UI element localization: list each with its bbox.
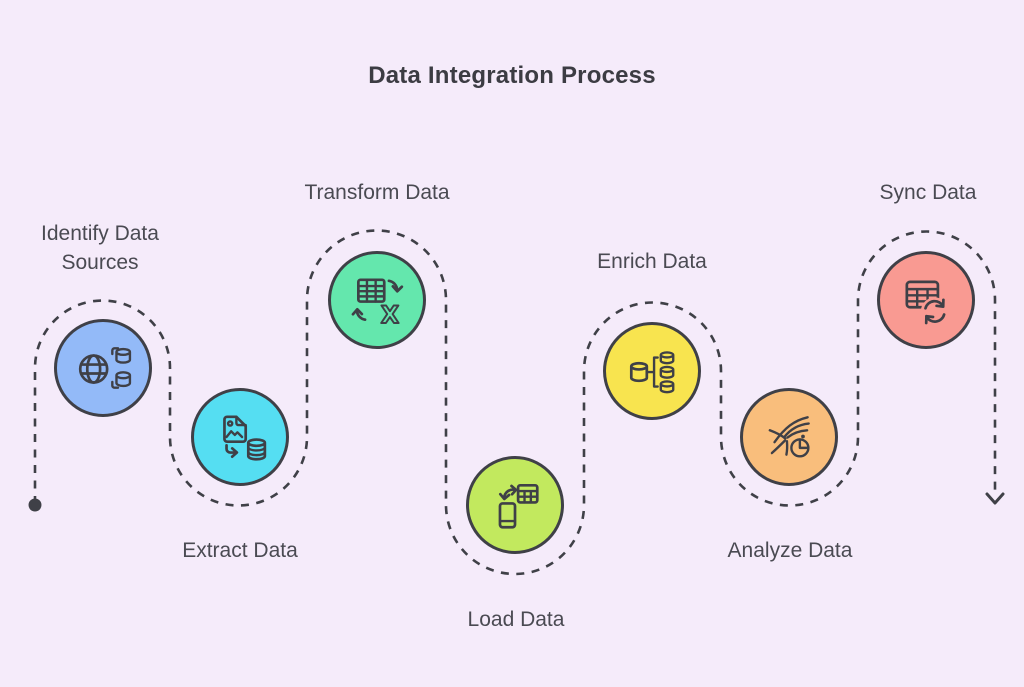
node-circle-identify-data-sources (54, 319, 152, 417)
x-glyph: X (381, 301, 399, 329)
table-convert-icon: X (351, 278, 404, 329)
flow-end-arrow-down-icon (985, 492, 1005, 505)
flow-start-dot (28, 498, 42, 512)
database-branch-icon (629, 351, 675, 394)
node-label-sync-data: Sync Data (879, 181, 977, 204)
node-label-extract-data: Extract Data (182, 539, 298, 562)
label-line-1: Identify Data (41, 222, 159, 245)
device-to-table-icon (498, 483, 539, 529)
table-sync-icon (905, 280, 949, 326)
node-circle-enrich-data (603, 322, 701, 420)
label-line-2: Sources (61, 251, 139, 274)
node-label-identify-data-sources: Identify Data Sources (0, 219, 220, 277)
node-label-enrich-data: Enrich Data (597, 250, 707, 273)
node-circle-extract-data (191, 388, 289, 486)
globe-databases-icon (78, 347, 132, 389)
flow-dashed-path (33, 229, 997, 576)
streams-pie-icon (768, 416, 810, 458)
node-circle-load-data (466, 456, 564, 554)
image-to-database-icon (223, 415, 267, 461)
node-circle-sync-data (877, 251, 975, 349)
node-label-transform-data: Transform Data (304, 181, 450, 204)
node-label-load-data: Load Data (467, 608, 565, 631)
diagram-title: Data Integration Process (368, 62, 656, 89)
node-circle-transform-data: X (328, 251, 426, 349)
node-label-analyze-data: Analyze Data (727, 539, 853, 562)
node-circle-analyze-data (740, 388, 838, 486)
